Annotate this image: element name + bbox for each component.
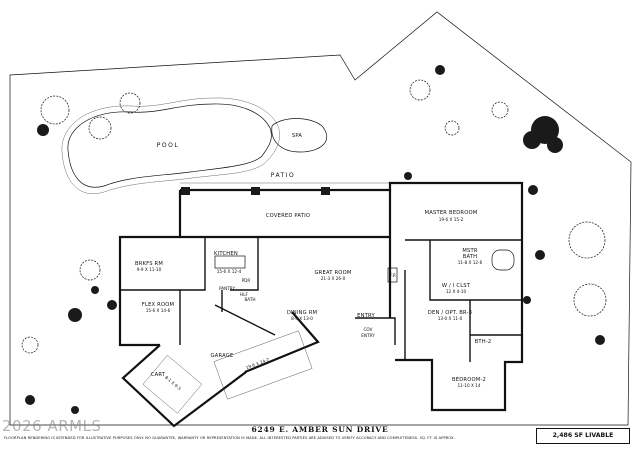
patio-label: PATIO	[271, 172, 296, 179]
cov-entry-label: COV	[363, 327, 372, 332]
spa-outline	[271, 118, 328, 153]
garage-label: GARAGE	[211, 353, 234, 359]
kitchen-label: KITCHEN	[214, 251, 238, 257]
covered-patio-label: COVERED PATIO	[266, 213, 310, 219]
entry-label: ENTRY	[357, 313, 375, 319]
pdr-label: PDR	[242, 278, 251, 283]
patio-column	[181, 187, 190, 195]
exterior-walls	[118, 181, 524, 428]
flex-room-label: FLEX ROOM	[142, 302, 174, 308]
hlf-bath-label-2: BATH	[244, 297, 255, 302]
pool-coping	[61, 97, 280, 194]
patio-column	[321, 187, 330, 195]
dining-label: DINING RM	[287, 310, 317, 316]
interior-walls	[120, 237, 522, 362]
cov-entry-label-2: ENTRY	[361, 333, 375, 338]
brkfs-label: BRKFS RM	[135, 261, 163, 267]
den-dim: 13-0 X 11-0	[438, 316, 463, 321]
landscape-shrubs	[21, 79, 607, 354]
bth2-label: BTH-2	[475, 339, 492, 345]
pool-outline	[67, 103, 272, 188]
hlf-bath-label: HLF	[240, 292, 248, 297]
garage-door	[213, 330, 313, 400]
great-room-dim: 21-3 X 26-0	[321, 276, 346, 281]
cart-label: CART	[151, 372, 166, 378]
pantry-label: PANTRY	[219, 286, 235, 291]
kitchen-dim: 15-6 X 12-4	[217, 269, 242, 274]
wi-clst-label: W / I CLST	[442, 283, 471, 289]
street-address: 6249 E. AMBER SUN DRIVE	[251, 425, 389, 434]
master-bedroom-label: MASTER BEDROOM	[425, 210, 478, 216]
landscape-trees	[25, 65, 605, 414]
dining-dim: 8-4 X 13-0	[291, 316, 313, 321]
spa-label: SPA	[292, 133, 302, 139]
bedroom2-label: BEDROOM-2	[452, 377, 486, 383]
wi-clst-dim: 12 X 4-10	[446, 289, 467, 294]
cart-dim: 8-1 X 9-3	[164, 375, 182, 391]
disclaimer-text: FLOORPLAN RENDERING IS INTENDED FOR ILLU…	[4, 436, 455, 440]
great-room-label: GREAT ROOM	[314, 270, 351, 276]
garage-door	[142, 355, 203, 414]
lot-boundary	[9, 11, 632, 426]
kitchen-island	[214, 255, 246, 269]
watermark: 2026 ARMLS	[2, 417, 102, 435]
flex-room-dim: 15-6 X 14-6	[146, 308, 171, 313]
fireplace-label: F.P.	[390, 273, 396, 278]
pool-label: POOL	[157, 142, 179, 149]
patio-column	[251, 187, 260, 195]
mstr-bath-label: MSTR	[462, 248, 478, 254]
fireplace-box	[387, 267, 398, 283]
mstr-bath-dim: 11-8 X 12-6	[458, 260, 483, 265]
brkfs-dim: 9-9 X 11-10	[137, 267, 162, 272]
bathtub	[491, 249, 515, 271]
square-footage-box: 2,486 SF LIVABLE	[536, 428, 630, 444]
mstr-bath-label-2: BATH	[463, 254, 478, 260]
den-label: DEN / OPT. BR-3	[428, 310, 472, 316]
bedroom2-dim: 11-10 X 14	[457, 383, 480, 388]
master-bedroom-dim: 19-6 X 15-2	[439, 217, 464, 222]
